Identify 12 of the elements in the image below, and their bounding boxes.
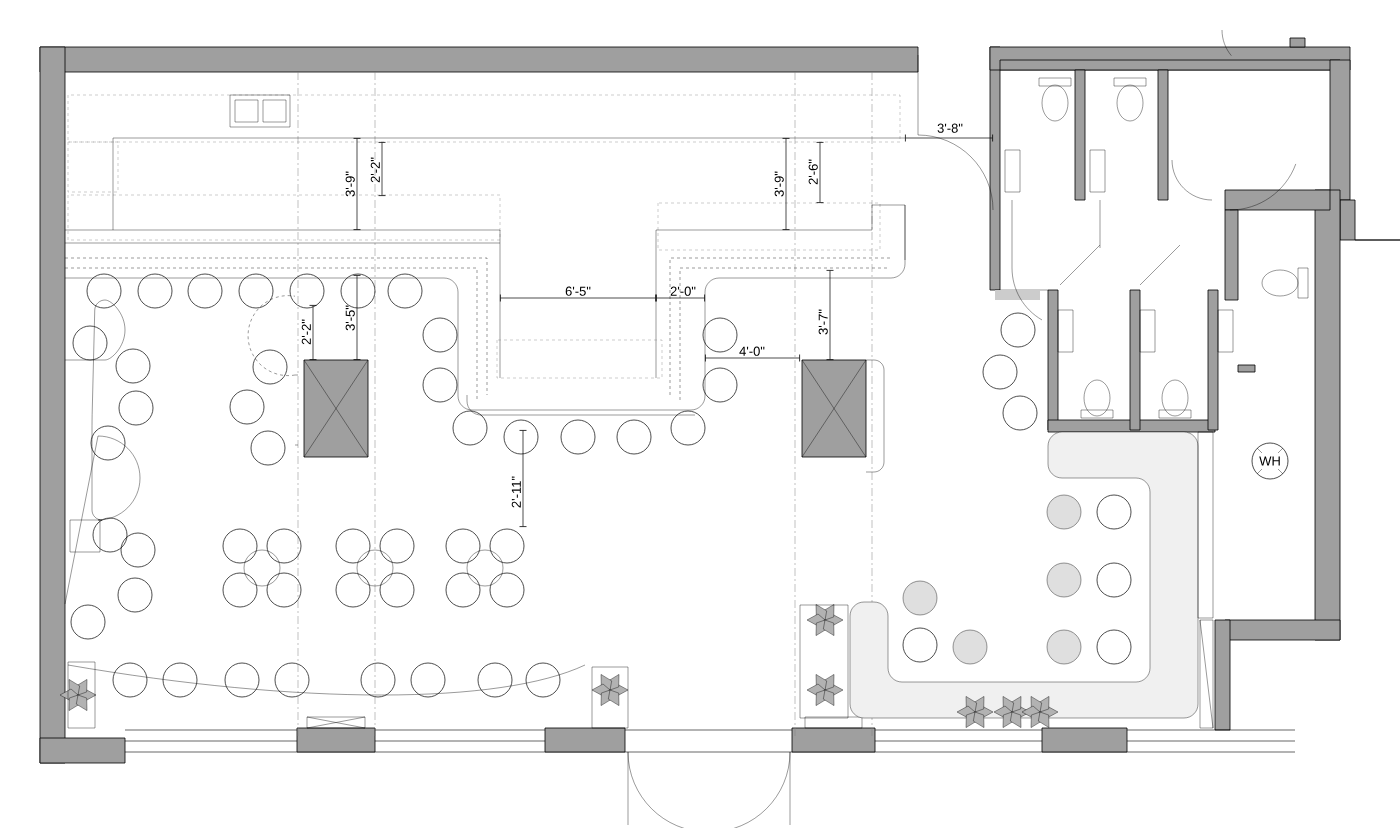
dimension-label: 2'-2"	[301, 319, 311, 345]
dimension-label: 3'-9"	[345, 171, 355, 197]
dimension-label: 2'-11"	[511, 476, 521, 508]
dimension-label: 2'-0"	[670, 286, 696, 296]
dimension-label: 6'-5"	[565, 286, 591, 296]
dimension-label: 4'-0"	[739, 346, 765, 356]
dimension-label: 2'-6"	[808, 159, 818, 185]
dimension-label: 3'-8"	[937, 123, 963, 133]
dimension-label: 3'-5"	[345, 305, 355, 331]
dimension-label: 3'-7"	[818, 309, 828, 335]
dimension-label: 3'-9"	[774, 171, 784, 197]
dimension-label: 2'-2"	[370, 157, 380, 183]
